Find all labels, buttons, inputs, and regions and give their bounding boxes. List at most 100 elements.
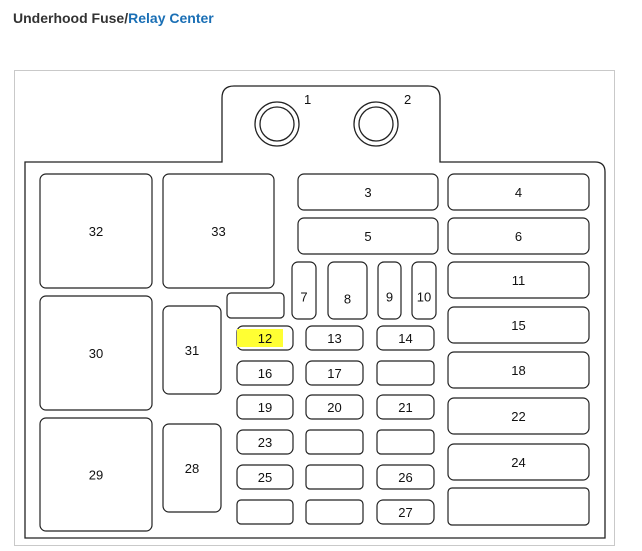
- fuse-position-13[interactable]: 13: [305, 325, 364, 351]
- fuse-position-24[interactable]: 24: [447, 443, 590, 481]
- fuse-position-30[interactable]: 30: [39, 295, 153, 411]
- stud-inner-ring: [259, 106, 295, 142]
- fuse-slot-outline: [162, 423, 222, 513]
- empty-cavity: [376, 360, 435, 386]
- fuse-label-16: 16: [258, 366, 272, 381]
- mounting-stud-2: 2: [353, 92, 411, 147]
- fuse-position-3[interactable]: 3: [297, 173, 439, 211]
- fuse-label-20: 20: [327, 400, 341, 415]
- fuse-position-20[interactable]: 20: [305, 394, 364, 420]
- fuse-label-27: 27: [398, 505, 412, 520]
- stud-label-2: 2: [404, 92, 411, 107]
- fuse-label-26: 26: [398, 470, 412, 485]
- fuse-position-4[interactable]: 4: [447, 173, 590, 211]
- fuse-position-10[interactable]: 10: [411, 261, 437, 320]
- fuse-position-26[interactable]: 26: [376, 464, 435, 490]
- fuse-position-16[interactable]: 16: [236, 360, 294, 386]
- fuse-position-32[interactable]: 32: [39, 173, 153, 289]
- fuse-label-33: 33: [211, 224, 225, 239]
- empty-cavity: [305, 499, 364, 525]
- fuse-label-3: 3: [364, 185, 371, 200]
- fuse-label-8: 8: [344, 292, 351, 307]
- fuse-slot-outline: [162, 305, 222, 395]
- empty-cavity: [305, 464, 364, 490]
- fuse-label-13: 13: [327, 331, 341, 346]
- empty-cavity: [376, 429, 435, 455]
- fuse-position-7[interactable]: 7: [291, 261, 317, 320]
- stud-label-1: 1: [304, 92, 311, 107]
- fuse-label-6: 6: [515, 229, 522, 244]
- fuse-slot-outline: [447, 397, 590, 435]
- fuse-position-14[interactable]: 14: [376, 325, 435, 351]
- empty-cavity: [305, 429, 364, 455]
- fuse-position-19[interactable]: 19: [236, 394, 294, 420]
- fuse-label-30: 30: [89, 346, 103, 361]
- fuse-slot-outline: [447, 217, 590, 255]
- fuse-label-7: 7: [300, 290, 307, 305]
- empty-cavity: [447, 487, 590, 526]
- fuse-position-29[interactable]: 29: [39, 417, 153, 532]
- fuse-slot-outline: [447, 443, 590, 481]
- fuse-label-9: 9: [386, 290, 393, 305]
- fuse-label-31: 31: [185, 343, 199, 358]
- stud-inner-ring: [358, 106, 394, 142]
- fuse-slot-outline: [447, 306, 590, 344]
- page-title: Underhood Fuse/Relay Center: [13, 10, 214, 26]
- fuse-slot-outline: [236, 464, 294, 490]
- empty-cavity: [226, 292, 285, 319]
- fuse-position-23[interactable]: 23: [236, 429, 294, 455]
- fuse-position-12[interactable]: 12: [236, 325, 294, 351]
- fuse-slot-outline: [327, 261, 368, 320]
- fuse-label-10: 10: [417, 290, 431, 305]
- fuse-slot-outline: [297, 173, 439, 211]
- fuse-slot-outline: [236, 360, 294, 386]
- stud-outer-ring: [254, 101, 300, 147]
- mounting-stud-1: 1: [254, 92, 311, 147]
- fuse-position-28[interactable]: 28: [162, 423, 222, 513]
- fuse-position-27[interactable]: 27: [376, 499, 435, 525]
- fuse-position-11[interactable]: 11: [447, 261, 590, 299]
- fuse-slot-outline: [305, 394, 364, 420]
- fuse-label-29: 29: [89, 468, 103, 483]
- fuse-slot-outline: [236, 429, 294, 455]
- fuse-position-25[interactable]: 25: [236, 464, 294, 490]
- fuse-slot-outline: [297, 217, 439, 255]
- fuse-slot-outline: [376, 499, 435, 525]
- fuse-label-18: 18: [511, 363, 525, 378]
- fuse-slot-outline: [305, 360, 364, 386]
- fuse-slot-outline: [39, 417, 153, 532]
- fuse-label-19: 19: [258, 400, 272, 415]
- fuse-slot-outline: [305, 325, 364, 351]
- fuse-label-11: 11: [512, 273, 526, 288]
- fuse-label-4: 4: [515, 185, 522, 200]
- fuse-position-17[interactable]: 17: [305, 360, 364, 386]
- fuse-position-6[interactable]: 6: [447, 217, 590, 255]
- fuse-slot-outline: [376, 394, 435, 420]
- fuse-position-9[interactable]: 9: [377, 261, 402, 320]
- fuse-position-31[interactable]: 31: [162, 305, 222, 395]
- fuse-label-12: 12: [258, 331, 272, 346]
- fuse-position-8[interactable]: 8: [327, 261, 368, 320]
- fuse-label-15: 15: [511, 318, 525, 333]
- fuse-label-17: 17: [327, 366, 341, 381]
- fuse-slot-outline: [411, 261, 437, 320]
- fuse-position-18[interactable]: 18: [447, 351, 590, 389]
- relay-center-link[interactable]: Relay Center: [128, 10, 214, 26]
- fuse-slot-outline: [376, 325, 435, 351]
- fuse-slot-outline: [162, 173, 275, 289]
- fuse-slot-outline: [291, 261, 317, 320]
- fuse-position-22[interactable]: 22: [447, 397, 590, 435]
- fuse-label-23: 23: [258, 435, 272, 450]
- fuse-position-33[interactable]: 33: [162, 173, 275, 289]
- fuse-position-15[interactable]: 15: [447, 306, 590, 344]
- fuse-position-5[interactable]: 5: [297, 217, 439, 255]
- fuse-label-32: 32: [89, 224, 103, 239]
- fuse-label-28: 28: [185, 461, 199, 476]
- fuse-slot-outline: [39, 295, 153, 411]
- fuse-label-22: 22: [511, 409, 525, 424]
- fuse-position-21[interactable]: 21: [376, 394, 435, 420]
- fuse-slot-outline: [377, 261, 402, 320]
- fuse-slot-outline: [236, 394, 294, 420]
- fuse-slot-outline: [39, 173, 153, 289]
